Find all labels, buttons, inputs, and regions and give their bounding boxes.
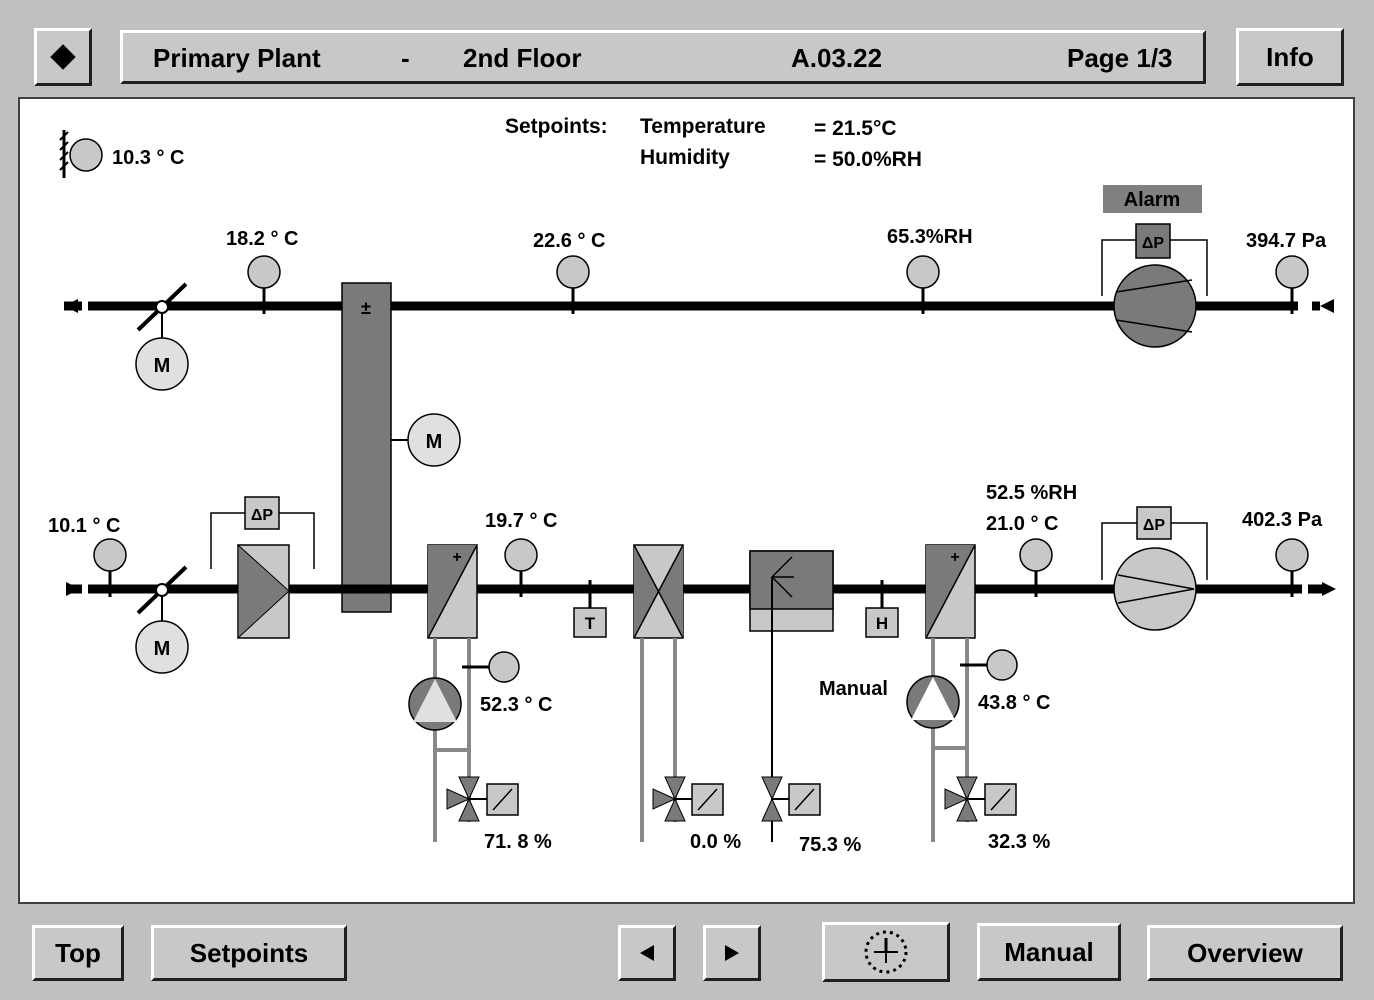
svg-text:T: T xyxy=(585,614,596,633)
overview-button[interactable]: Overview xyxy=(1147,925,1343,981)
svg-text:±: ± xyxy=(361,298,371,318)
return-outlet-arrow xyxy=(64,299,78,313)
exhaust-fan[interactable]: ΔP xyxy=(1101,223,1208,348)
page-indicator: Page 1/3 xyxy=(1067,43,1173,73)
intake-temp-value: 10.1 ° C xyxy=(48,515,120,537)
return-hum-value: 65.3%RH xyxy=(887,226,973,248)
outdoor-temp-value: 10.3 ° C xyxy=(112,147,184,169)
info-button[interactable]: Info xyxy=(1236,28,1344,86)
preheat-water-temp-value: 52.3 ° C xyxy=(480,694,552,716)
next-page-button[interactable] xyxy=(703,925,761,981)
return-temp-sensor-1[interactable] xyxy=(247,255,281,314)
reheat-valve[interactable] xyxy=(944,776,1017,822)
cooling-coil[interactable] xyxy=(633,544,684,639)
setpoints-button[interactable]: Setpoints xyxy=(151,925,347,981)
top-button[interactable]: Top xyxy=(32,925,124,981)
after-preheat-sensor[interactable] xyxy=(504,538,538,597)
svg-text:H: H xyxy=(876,614,888,633)
supply-inlet-arrow xyxy=(66,582,80,596)
diamond-icon xyxy=(50,44,76,70)
clock-button[interactable] xyxy=(822,922,950,982)
setpoints-heading: Setpoints: xyxy=(505,115,608,138)
prev-page-button[interactable] xyxy=(618,925,676,981)
setpoint-temp-value: = 21.5°C xyxy=(814,117,897,140)
svg-text:+: + xyxy=(452,549,461,566)
humidifier[interactable] xyxy=(749,550,834,632)
supply-pressure-value: 402.3 Pa xyxy=(1242,509,1323,531)
exhaust-pressure-sensor[interactable] xyxy=(1275,255,1309,314)
preheat-water-temp-sensor[interactable] xyxy=(462,651,520,683)
plant-name: Primary Plant xyxy=(153,43,321,73)
menu-button[interactable] xyxy=(34,28,92,86)
clock-icon xyxy=(864,930,908,974)
svg-text:M: M xyxy=(154,638,171,660)
alarm-badge[interactable] xyxy=(1103,185,1202,213)
cooler-valve-value: 0.0 % xyxy=(690,831,741,853)
manual-button[interactable]: Manual xyxy=(977,923,1121,981)
return-inlet-arrow xyxy=(1320,299,1334,313)
supply-temp-sensor[interactable] xyxy=(1019,538,1053,597)
alarm-label: Alarm xyxy=(1124,189,1181,211)
intake-damper-motor[interactable]: M xyxy=(135,620,189,674)
setpoint-temp-label: Temperature xyxy=(640,115,766,138)
after-preheat-value: 19.7 ° C xyxy=(485,510,557,532)
svg-text:M: M xyxy=(426,431,443,453)
humidifier-valve-value: 75.3 % xyxy=(799,834,861,856)
preheat-valve-value: 71. 8 % xyxy=(484,831,552,853)
supply-hum-value: 52.5 %RH xyxy=(986,482,1077,504)
svg-text:+: + xyxy=(950,549,959,566)
supply-pressure-sensor[interactable] xyxy=(1275,538,1309,597)
svg-text:ΔP: ΔP xyxy=(251,507,274,524)
return-temp-1-value: 18.2 ° C xyxy=(226,228,298,250)
preheat-coil[interactable]: + xyxy=(427,544,478,639)
plant-code: A.03.22 xyxy=(791,43,883,73)
exhaust-damper-motor[interactable]: M xyxy=(135,337,189,391)
wheel-motor[interactable]: M xyxy=(407,413,461,467)
reheat-pump-mode: Manual xyxy=(819,678,888,700)
humidifier-valve[interactable] xyxy=(761,776,821,822)
reheat-water-temp-sensor[interactable] xyxy=(960,649,1018,681)
humidity-limit-sensor[interactable]: H xyxy=(865,580,899,638)
setpoint-hum-value: = 50.0%RH xyxy=(814,148,922,171)
triangle-left-icon xyxy=(640,945,654,961)
floor-name: 2nd Floor xyxy=(463,43,582,73)
frost-temp-sensor[interactable]: T xyxy=(573,580,607,638)
svg-text:ΔP: ΔP xyxy=(1142,235,1165,252)
supply-temp-value: 21.0 ° C xyxy=(986,513,1058,535)
outdoor-temp-sensor[interactable] xyxy=(59,130,103,178)
return-hum-sensor[interactable] xyxy=(906,255,940,314)
return-temp-2-value: 22.6 ° C xyxy=(533,230,605,252)
preheat-valve[interactable] xyxy=(446,776,519,822)
reheat-valve-value: 32.3 % xyxy=(988,831,1050,853)
supply-fan[interactable]: ΔP xyxy=(1101,506,1208,631)
heat-recovery-wheel[interactable]: ± xyxy=(341,282,392,613)
return-temp-sensor-2[interactable] xyxy=(556,255,590,314)
title-bar: Primary Plant - 2nd Floor A.03.22 Page 1… xyxy=(120,30,1206,84)
reheat-water-temp-value: 43.8 ° C xyxy=(978,692,1050,714)
exhaust-pressure-value: 394.7 Pa xyxy=(1246,230,1327,252)
setpoint-hum-label: Humidity xyxy=(640,146,730,169)
svg-text:M: M xyxy=(154,355,171,377)
cooler-valve[interactable] xyxy=(652,776,724,822)
reheat-pump[interactable] xyxy=(906,675,960,729)
schematic-panel: Setpoints: Temperature = 21.5°C Humidity… xyxy=(18,97,1355,904)
supply-outlet-arrow xyxy=(1322,582,1336,596)
intake-damper[interactable] xyxy=(136,565,188,622)
title-separator: - xyxy=(401,43,410,73)
hvac-schematic: Setpoints: Temperature = 21.5°C Humidity… xyxy=(48,115,1336,856)
intake-temp-sensor[interactable] xyxy=(93,538,127,597)
preheat-pump[interactable] xyxy=(408,677,462,731)
reheat-coil[interactable]: + xyxy=(925,544,976,639)
svg-text:ΔP: ΔP xyxy=(1143,517,1166,534)
triangle-right-icon xyxy=(725,945,739,961)
exhaust-damper[interactable] xyxy=(136,282,188,340)
supply-filter[interactable]: ΔP xyxy=(210,496,315,640)
